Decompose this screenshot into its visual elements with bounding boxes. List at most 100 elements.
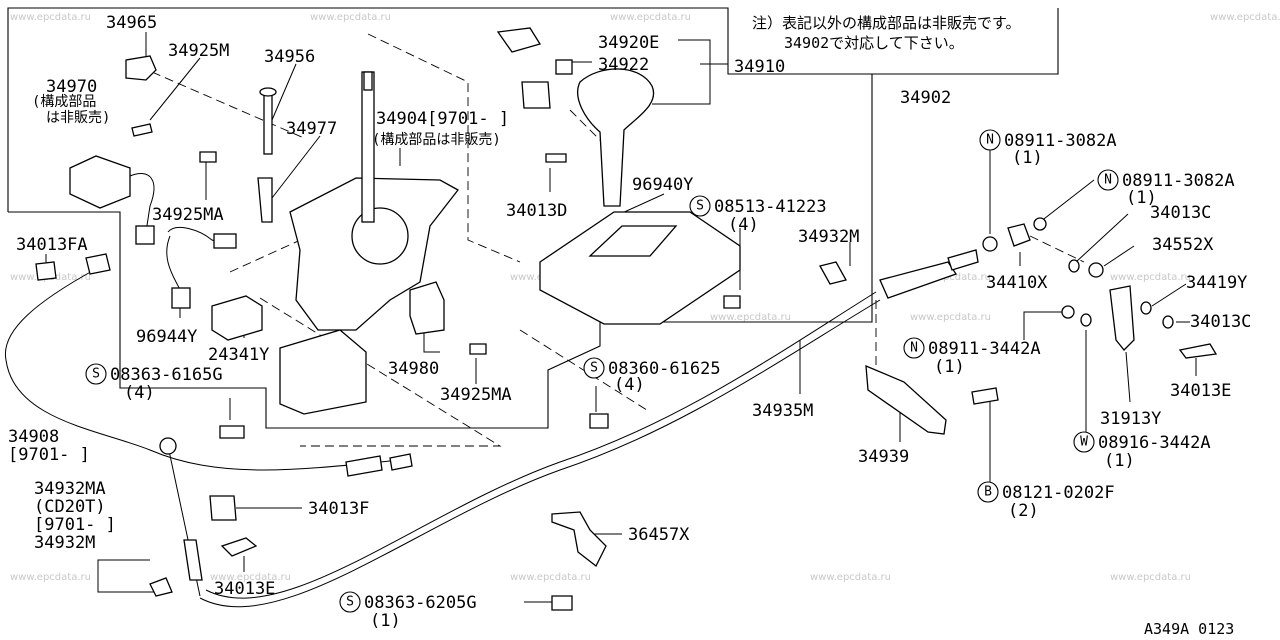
base-bracket-drawing <box>279 329 367 415</box>
clip-34965-drawing <box>125 55 157 81</box>
leader-line <box>271 63 297 121</box>
label-08513-qty: (4) <box>728 215 759 235</box>
bracket-34977-drawing <box>257 177 273 223</box>
label-34970-note-1: (構成部品 <box>32 94 96 110</box>
label-34925MA-top: 34925MA <box>152 205 224 225</box>
label-34013D: 34013D <box>506 201 567 221</box>
label-08911-3442A: 08911-3442A <box>928 339 1041 359</box>
detent-plate-drawing <box>351 207 409 265</box>
nut-drawing <box>982 236 998 252</box>
label-34932MA-cd: (CD20T) <box>34 497 106 517</box>
label-34013C-mid: 34013C <box>1190 312 1251 332</box>
leader-line <box>652 39 711 105</box>
label-08911-3082A-1: 08911-3082A <box>1004 131 1117 151</box>
bracket-36457X-drawing <box>551 511 607 567</box>
bolt-drawing <box>131 123 153 137</box>
label-34908-range: [9701- ] <box>8 445 90 465</box>
leader-line <box>97 559 160 593</box>
watermark: www.epcdata.ru <box>10 572 91 583</box>
screw-34013D-drawing <box>545 153 567 163</box>
watermark: www.epcdata.ru <box>510 572 591 583</box>
watermark: www.epcdata.ru <box>1210 12 1280 23</box>
rod-tip-drawing <box>363 71 373 91</box>
leader-line <box>149 57 201 121</box>
watermark: www.epcdata.ru <box>1110 272 1191 283</box>
label-96944Y: 96944Y <box>136 327 197 347</box>
label-08363-6205G: 08363-6205G <box>364 593 477 613</box>
marker-s-letter: S <box>696 199 704 214</box>
marker-b-letter: B <box>984 485 992 500</box>
label-34932M-top: 34932M <box>798 227 859 247</box>
label-08916-3442A: 08916-3442A <box>1098 433 1211 453</box>
watermark: www.epcdata.ru <box>1110 572 1191 583</box>
nut-drawing <box>1061 305 1075 319</box>
nut-drawing <box>1033 217 1047 231</box>
watermark: www.epcdata.ru <box>810 572 891 583</box>
label-08911-3442A-qty: (1) <box>934 357 965 377</box>
bracket-34939-drawing <box>865 364 947 435</box>
marker-s-letter: S <box>590 361 598 376</box>
label-08363-6205G-qty: (1) <box>370 611 401 631</box>
watermark: www.epcdata.ru <box>10 12 91 23</box>
label-34552X: 34552X <box>1152 235 1214 255</box>
guide-line <box>1029 235 1085 263</box>
bolt-drawing <box>469 343 487 355</box>
marker-s <box>689 195 711 217</box>
marker-s-letter: S <box>92 367 100 382</box>
leader-line <box>1075 213 1129 263</box>
label-24341Y: 24341Y <box>208 345 269 365</box>
label-34910: 34910 <box>734 57 785 77</box>
label-34904-note: (構成部品は非販売) <box>372 132 501 148</box>
pin-head-drawing <box>259 87 277 97</box>
note-line-2: 34902で対応して下さい。 <box>784 34 964 52</box>
frame-outline-top <box>7 7 1059 212</box>
wire-96944Y-lower <box>166 235 181 291</box>
solenoid-34970-drawing <box>69 155 131 209</box>
assembly-frame <box>7 7 1059 429</box>
watermark: www.epcdata.ru <box>610 12 691 23</box>
block-24341Y-drawing <box>211 295 263 341</box>
label-08916-3442A-qty: (1) <box>1104 451 1135 471</box>
rod-boot-drawing <box>183 539 203 581</box>
label-34410X: 34410X <box>986 273 1048 293</box>
watermark: www.epcdata.ru <box>910 312 991 323</box>
marker-n <box>1097 169 1119 191</box>
cable-end-drawing <box>345 455 383 477</box>
label-08513-41223: 08513-41223 <box>714 197 827 217</box>
guide-line <box>259 297 502 447</box>
label-34980: 34980 <box>388 359 439 379</box>
label-08360-61625: 08360-61625 <box>608 359 721 379</box>
bolt-drawing <box>589 413 609 429</box>
connector-96944Y-drawing <box>171 287 191 309</box>
cable-threaded-end-drawing <box>947 249 979 271</box>
clip-drawing <box>149 577 173 597</box>
shift-knob-34910-drawing <box>577 68 655 207</box>
bracket-34980-drawing <box>409 281 445 335</box>
label-34925MA-mid: 34925MA <box>440 385 512 405</box>
label-34932MA: 34932MA <box>34 479 106 499</box>
label-08121-0202F-qty: (2) <box>1008 501 1039 521</box>
label-34908: 34908 <box>8 427 59 447</box>
spring-34922-drawing <box>555 59 573 75</box>
label-34902: 34902 <box>900 88 951 108</box>
label-34932M-bottom: 34932M <box>34 533 95 553</box>
part-labels: 34965 34925M 34956 34970 (構成部品 は非販売) 349… <box>8 13 1251 638</box>
label-34935M: 34935M <box>752 401 813 421</box>
label-34932MA-range: [9701- ] <box>34 515 116 535</box>
shift-slot-drawing <box>588 225 678 257</box>
marker-n <box>979 129 1001 151</box>
label-08363-6165G-qty: (4) <box>124 383 155 403</box>
label-34965: 34965 <box>106 13 157 33</box>
label-08911-3082A-2: 08911-3082A <box>1122 171 1235 191</box>
leader-line <box>271 135 321 199</box>
leader-line <box>1103 245 1135 267</box>
control-cable-34935M <box>199 299 881 608</box>
parts-layer <box>4 27 1218 611</box>
frame-outline-bottom <box>8 73 1058 429</box>
label-34925M: 34925M <box>168 41 229 61</box>
label-34013E-bottom: 34013E <box>214 579 275 599</box>
watermark: www.epcdata.ru <box>710 312 791 323</box>
watermark: www.epcdata.ru <box>910 272 991 283</box>
label-34013C-top: 34013C <box>1150 203 1211 223</box>
